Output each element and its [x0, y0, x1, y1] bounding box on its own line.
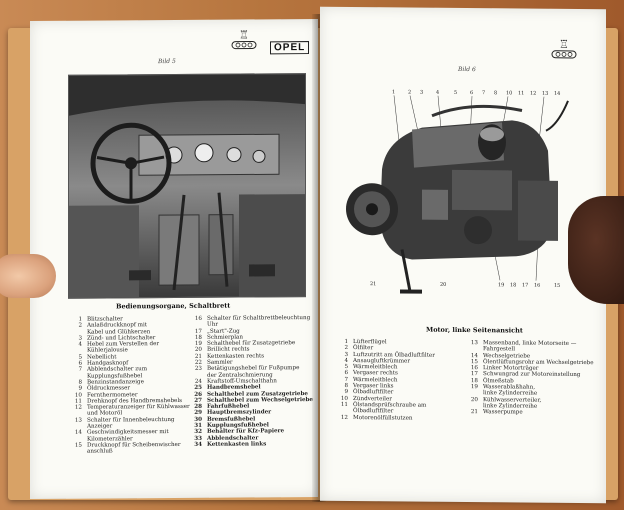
- svg-text:15: 15: [554, 283, 560, 289]
- svg-text:14: 14: [554, 91, 560, 97]
- figure-label: Bild 6: [458, 65, 476, 74]
- svg-text:2: 2: [408, 90, 411, 96]
- legend-number: [70, 449, 82, 455]
- legend-number: 34: [194, 441, 202, 448]
- figure-label: Bild 5: [158, 57, 176, 66]
- legend-text: Schalter für Schaltbrettbeleuchtung: [207, 315, 311, 322]
- svg-text:8: 8: [494, 90, 497, 96]
- opel-logo: OPEL: [270, 41, 310, 55]
- svg-text:11: 11: [518, 90, 524, 96]
- right-page: ♖ Bild 6 1 2 3 4 5 6 7 8 10 11 12 13 14 …: [320, 6, 606, 504]
- left-thumb: [0, 254, 56, 298]
- svg-text:20: 20: [440, 282, 446, 288]
- left-figure-caption: Bedienungsorgane, Schaltbrett: [116, 301, 231, 311]
- legend-text: Kettenkasten links: [207, 441, 267, 448]
- svg-text:♖: ♖: [559, 38, 569, 51]
- legend-item: 21 Wasserpumpe: [466, 409, 602, 416]
- svg-text:3: 3: [420, 90, 423, 96]
- svg-text:19: 19: [498, 282, 504, 288]
- svg-text:1: 1: [392, 89, 395, 95]
- svg-text:6: 6: [470, 90, 473, 96]
- dashboard-photo: [68, 73, 306, 299]
- legend-text: Motorenölfüllstutzen: [353, 414, 413, 422]
- svg-text:18: 18: [510, 282, 516, 288]
- svg-text:21: 21: [370, 281, 376, 287]
- legend-text: Wasserpumpe: [483, 409, 523, 416]
- engine-photo: 1 2 3 4 5 6 7 8 10 11 12 13 14 21 20 19 …: [342, 78, 578, 306]
- svg-text:♖: ♖: [239, 28, 249, 41]
- legend-item: 12 Motorenölfüllstutzen: [336, 414, 470, 421]
- svg-text:12: 12: [530, 91, 536, 97]
- legend-number: 12: [340, 414, 348, 421]
- svg-text:4: 4: [436, 90, 439, 96]
- svg-text:7: 7: [482, 90, 485, 96]
- svg-text:16: 16: [534, 283, 540, 289]
- leather-holder: [568, 196, 624, 304]
- svg-text:17: 17: [522, 283, 528, 289]
- legend-item: 34 Kettenkasten links: [190, 441, 318, 448]
- opel-emblem-icon: ♖: [231, 28, 257, 50]
- legend-number: 21: [470, 409, 478, 416]
- legend-text: anschluß: [87, 448, 113, 455]
- svg-text:10: 10: [506, 90, 512, 96]
- svg-text:13: 13: [542, 91, 548, 97]
- left-page: ♖ OPEL Bild 5: [30, 18, 318, 500]
- legend-item: anschluß: [70, 448, 190, 455]
- svg-text:5: 5: [454, 90, 457, 96]
- right-figure-caption: Motor, linke Seitenansicht: [426, 325, 523, 335]
- opel-emblem-icon: ♖: [551, 38, 577, 59]
